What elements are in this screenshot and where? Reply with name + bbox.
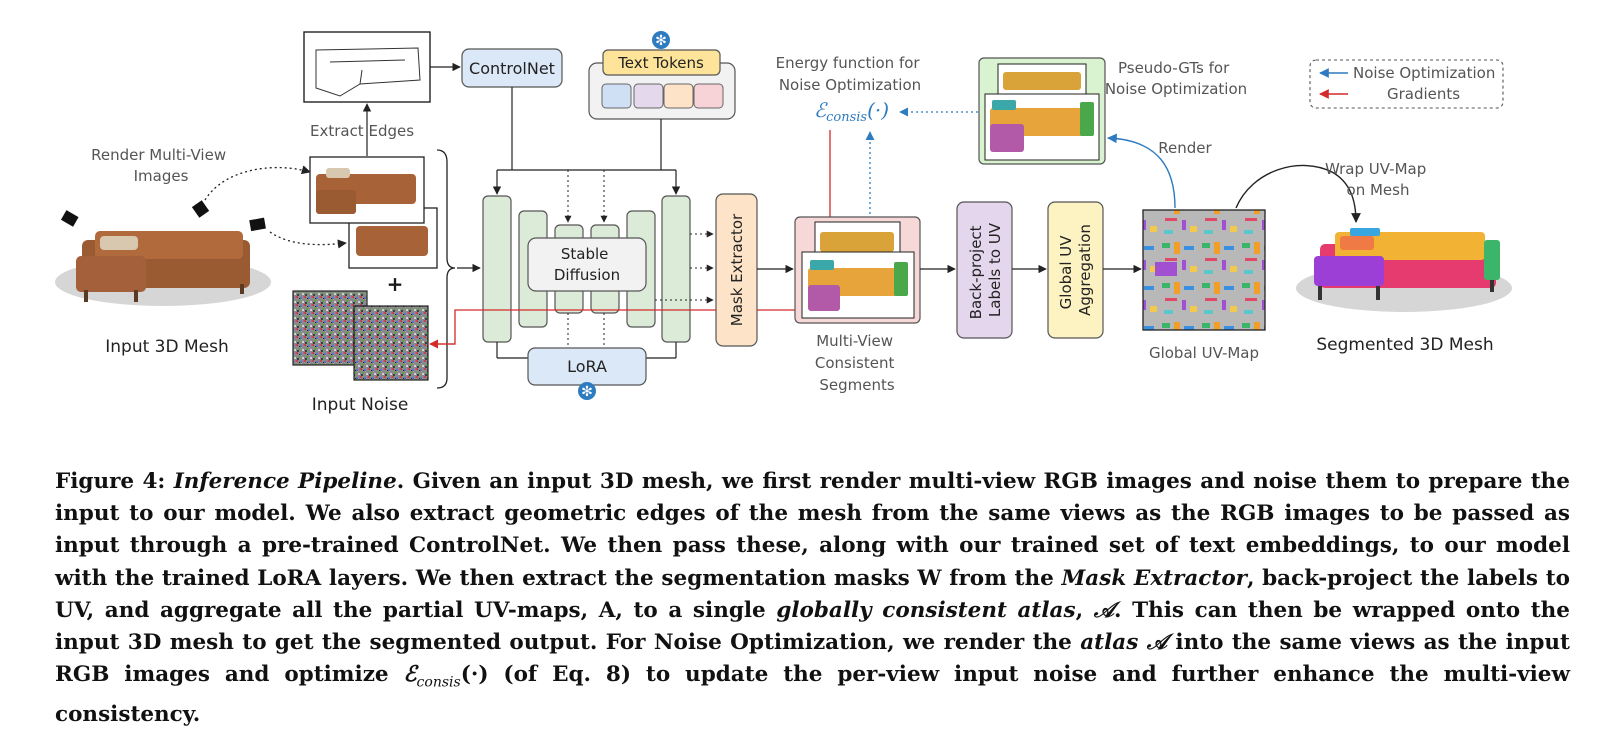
svg-text:✻: ✻ <box>655 33 667 49</box>
legend-gradients-label: Gradients <box>1387 85 1460 103</box>
figure-caption: Figure 4: Inference Pipeline. Given an i… <box>55 466 1570 731</box>
global-uv-agg-box <box>1047 201 1104 339</box>
caption-energy-args: (·) <box>460 662 489 688</box>
caption-text: , <box>1075 597 1094 623</box>
mask-extractor-label: Mask Extractor <box>728 213 746 326</box>
text-tokens-box <box>602 49 721 76</box>
segmented-mesh-image <box>1296 228 1512 312</box>
snowflake-icon: ✻ <box>578 382 596 400</box>
caption-text: (of Eq. 8) to update the per-view input … <box>55 662 1570 727</box>
text-tokens-label: Text Tokens <box>617 54 704 72</box>
wrap-label: Wrap UV-Map on Mesh <box>1325 160 1431 199</box>
svg-text:✻: ✻ <box>581 384 593 400</box>
caption-atlas-symbol: 𝒜 <box>1093 597 1115 623</box>
backproject-box <box>956 201 1013 339</box>
mv-segments-label: Multi-View Consistent Segments <box>815 332 899 394</box>
pipeline-figure: Input 3D Mesh Render Multi-View Images E… <box>55 31 1512 415</box>
mesh-label: Input 3D Mesh <box>105 337 229 357</box>
caption-mask-extractor: Mask Extractor <box>1061 565 1247 591</box>
noise-image <box>353 305 429 381</box>
rendered-views <box>309 156 438 269</box>
caption-atlas-phrase: globally consistent atlas <box>776 597 1076 623</box>
legend-box <box>1309 59 1504 109</box>
plus-sign: + <box>387 272 404 296</box>
caption-energy-symbol: ℰ <box>403 662 417 688</box>
energy-label: Energy function for Noise Optimization <box>776 54 925 94</box>
render-arrow-label: Render <box>1158 139 1212 157</box>
stable-diffusion-label: Stable Diffusion <box>554 245 620 284</box>
backproject-label: Back-project Labels to UV <box>967 221 1004 320</box>
energy-symbol: ℰconsis(·) <box>814 98 889 125</box>
input-noise-label: Input Noise <box>312 395 409 415</box>
caption-text: , back-project the labels to UV, and agg… <box>55 565 1570 623</box>
stable-diffusion-box <box>527 237 647 292</box>
pseudo-gt-label: Pseudo-GTs for Noise Optimization <box>1105 59 1247 98</box>
extract-edges-label: Extract Edges <box>310 122 414 140</box>
edge-map-image <box>303 31 431 103</box>
global-uv-agg-label: Global UV Aggregation <box>1057 224 1094 316</box>
caption-atlas-symbol: 𝒜 <box>1146 630 1168 656</box>
uv-map-label: Global UV-Map <box>1149 344 1259 362</box>
caption-energy-sub: consis <box>416 674 461 691</box>
render-label: Render Multi-View Images <box>91 146 231 185</box>
snowflake-icon: ✻ <box>652 31 670 49</box>
caption-text: into the same views as the input RGB ima… <box>55 630 1570 688</box>
controlnet-label: ControlNet <box>469 59 555 78</box>
camera-icon <box>60 200 266 232</box>
mask-extractor-box <box>715 193 758 347</box>
segmented-label: Segmented 3D Mesh <box>1316 335 1493 355</box>
caption-fig-label: Figure 4: <box>55 469 166 494</box>
legend-noise-label: Noise Optimization <box>1353 64 1495 82</box>
lora-label: LoRA <box>567 357 607 376</box>
caption-text: . Given an input 3D mesh, we first rende… <box>55 469 1570 591</box>
caption-title: Inference Pipeline <box>173 469 397 494</box>
caption-text: . This can then be wrapped onto the inpu… <box>55 597 1570 656</box>
input-mesh-image <box>55 231 271 306</box>
caption-atlas-word: atlas <box>1080 630 1139 656</box>
